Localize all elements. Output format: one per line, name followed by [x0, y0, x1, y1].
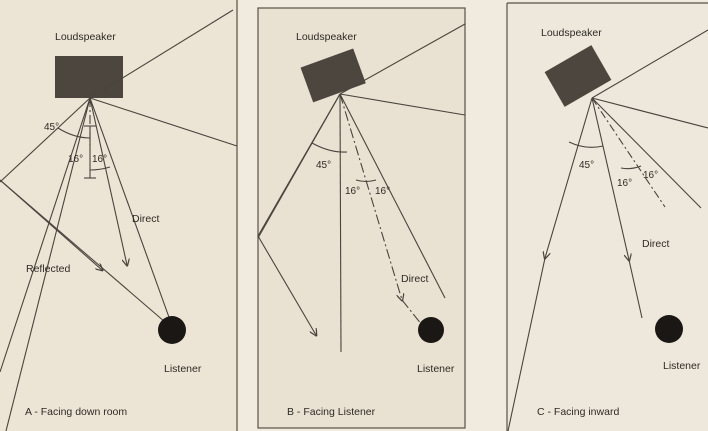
panel-c-angle-45: 45° [579, 160, 594, 171]
panel-c-caption: C - Facing inward [537, 406, 619, 418]
panel-b-listener-label: Listener [417, 363, 455, 375]
panel-a-angle-16-left: 16° [68, 154, 83, 165]
panel-c-listener-label: Listener [663, 360, 701, 372]
panel-c-direct-label: Direct [642, 238, 670, 250]
panel-c-angle-16-right: 16° [643, 170, 658, 181]
panel-b-angle-16-right: 16° [375, 186, 390, 197]
panel-a-caption: A - Facing down room [25, 406, 127, 418]
panel-b: Loudspeaker 45° 16° 16° Direct Listener … [257, 7, 466, 429]
panel-b-angle-16-left: 16° [345, 186, 360, 197]
panel-c-loudspeaker [544, 45, 612, 107]
panel-c-listener [655, 315, 683, 343]
panel-a: Loudspeaker 45° 16° 16° Direct Reflected… [0, 0, 238, 431]
panel-b-angle-45: 45° [316, 160, 331, 171]
panel-a-listener-label: Listener [164, 363, 202, 375]
panel-a-speaker-label: Loudspeaker [55, 31, 116, 43]
panel-b-rays [257, 23, 466, 353]
panel-c-angle-16-left: 16° [617, 178, 632, 189]
panel-b-caption: B - Facing Listener [287, 406, 376, 418]
panel-c-speaker-label: Loudspeaker [541, 27, 602, 39]
panel-c: Loudspeaker 45° 16° 16° Direct Listener … [506, 2, 708, 431]
panel-a-direct-label: Direct [132, 213, 160, 225]
panel-a-reflected-label: Reflected [26, 263, 71, 275]
panel-b-direct-label: Direct [401, 273, 429, 285]
panel-b-frame [257, 7, 466, 429]
panel-a-loudspeaker [55, 56, 123, 98]
panel-a-angle-16-right: 16° [92, 154, 107, 165]
panel-b-listener [418, 317, 444, 343]
panel-b-speaker-label: Loudspeaker [296, 31, 357, 43]
panel-a-angle-45: 45° [44, 122, 59, 133]
panel-a-rays [0, 9, 238, 431]
panel-a-listener [158, 316, 186, 344]
panel-c-rays [507, 29, 708, 431]
